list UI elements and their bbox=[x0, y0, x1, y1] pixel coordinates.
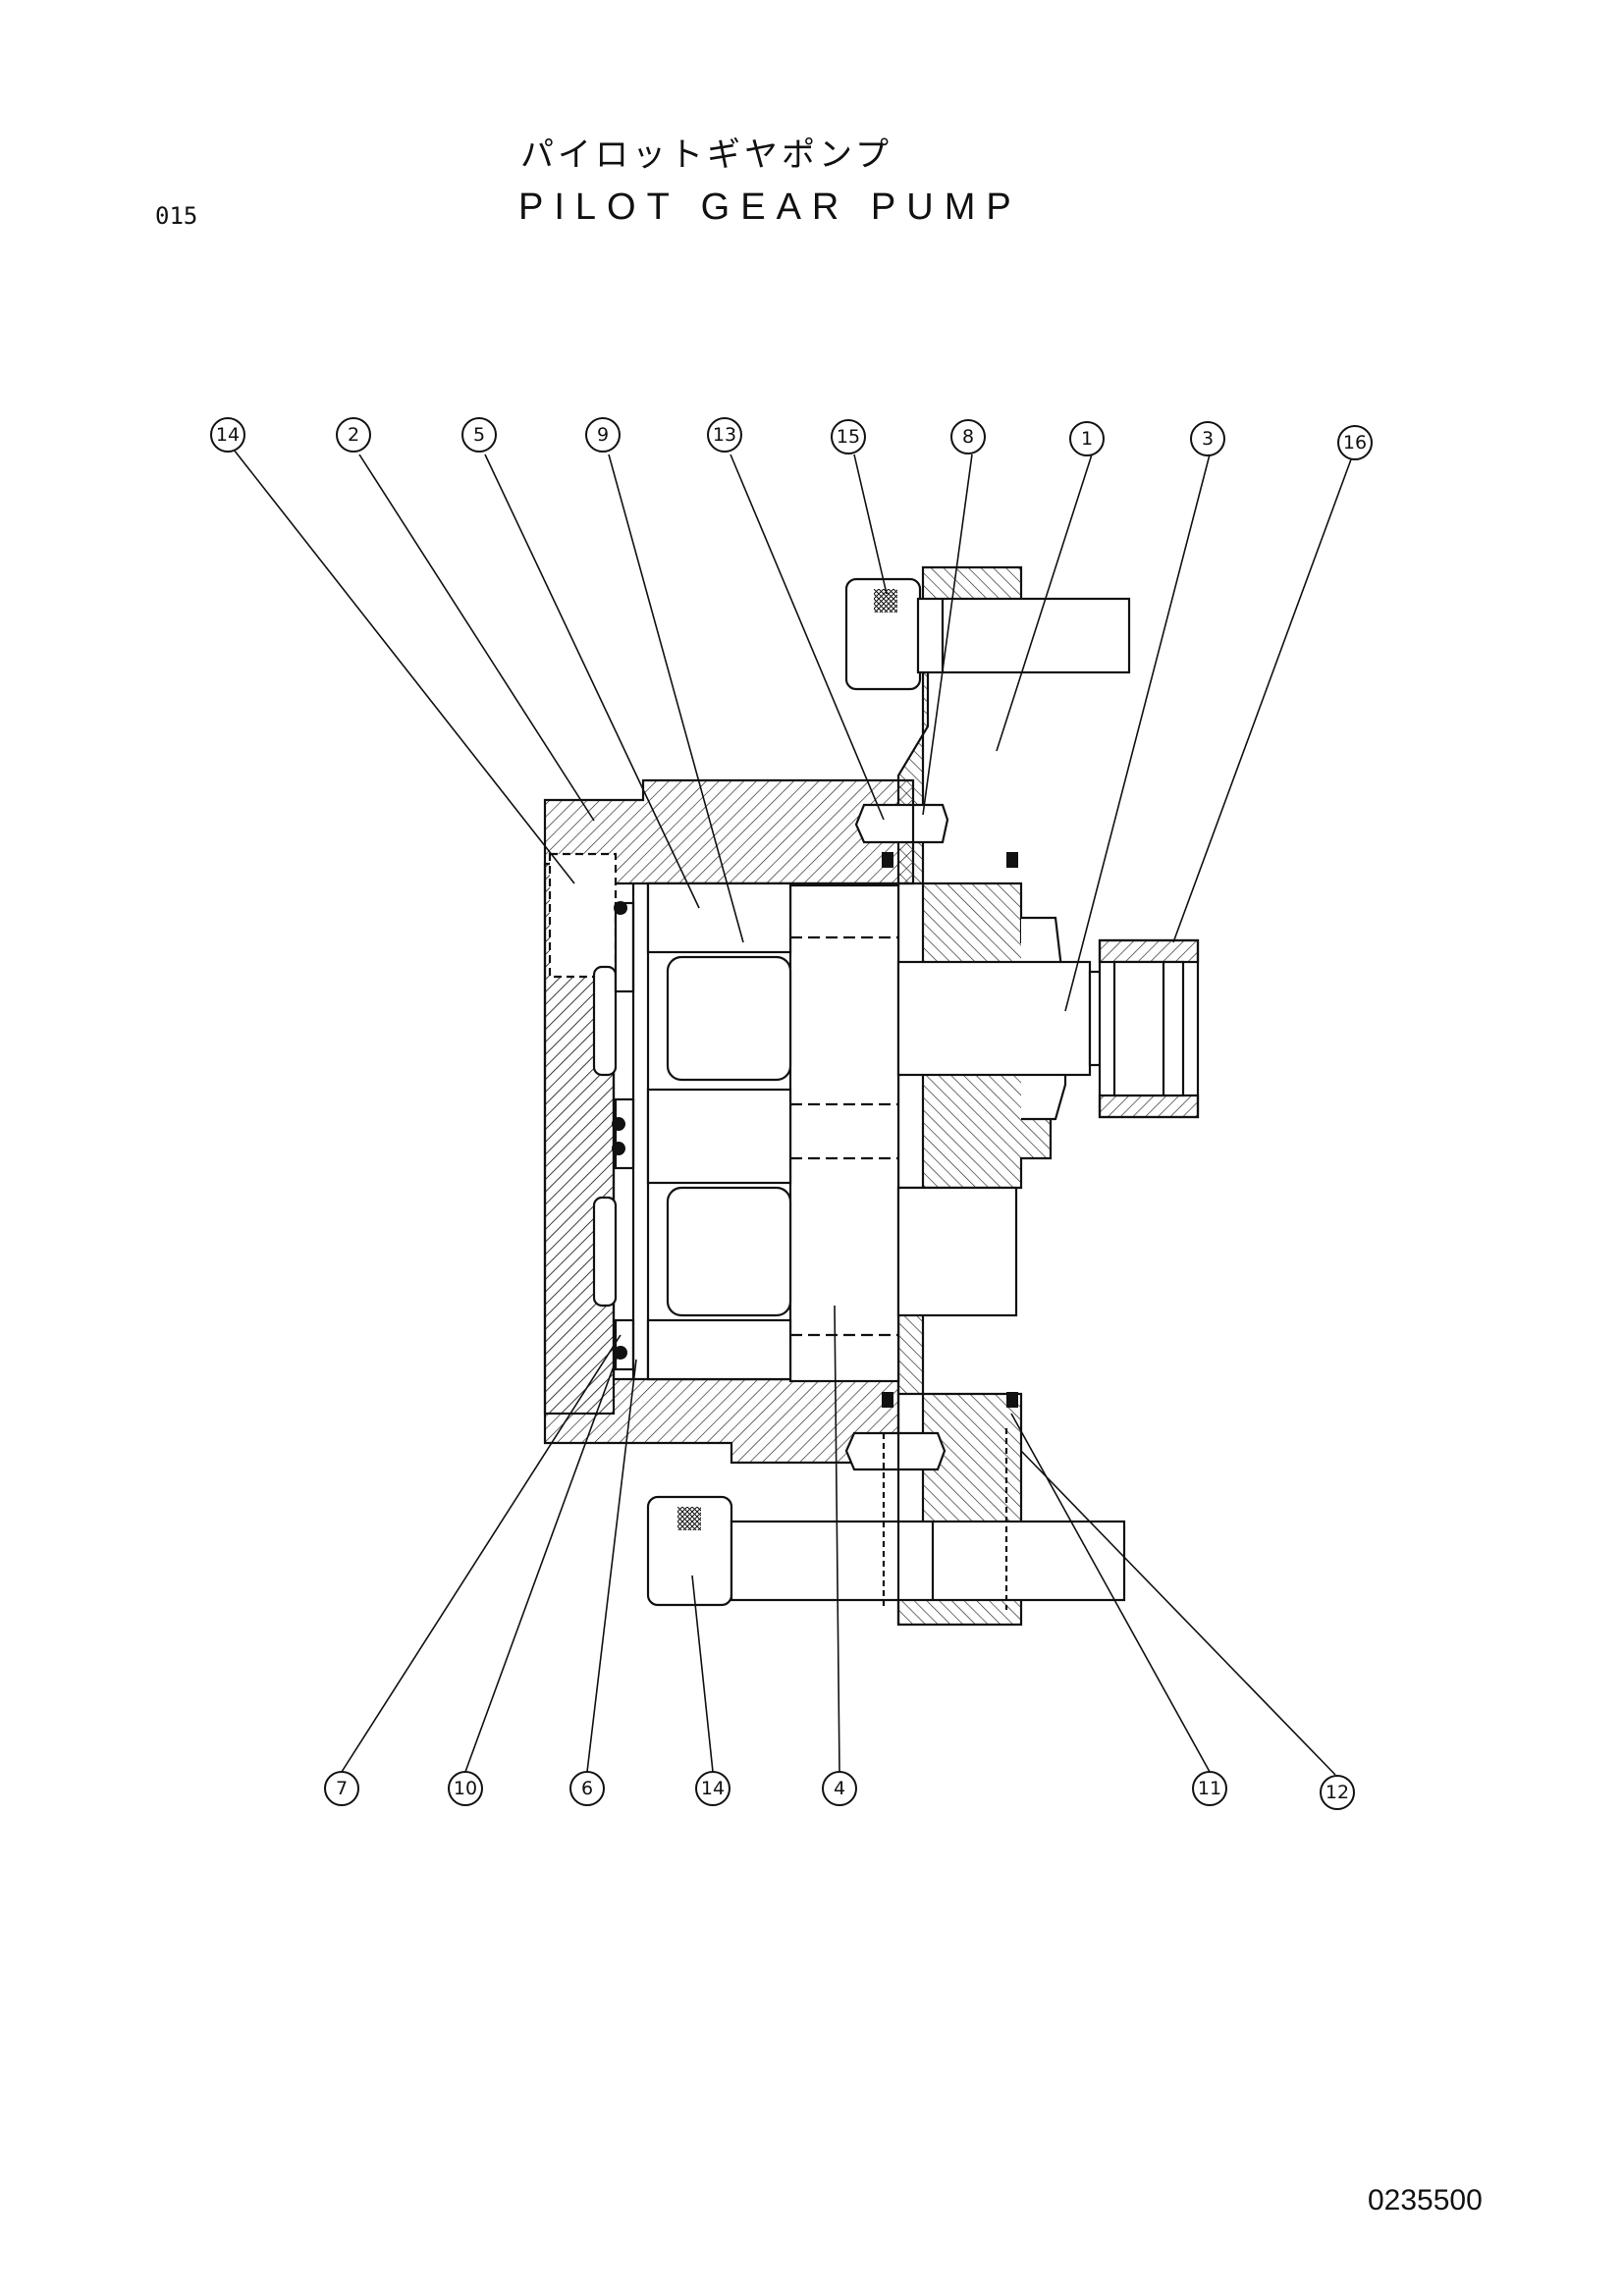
callout-label: 1 bbox=[1081, 428, 1093, 450]
callout-label: 4 bbox=[834, 1778, 845, 1799]
callout-7 bbox=[324, 1771, 359, 1806]
callout-14-bottom bbox=[695, 1771, 730, 1806]
page-code: 015 bbox=[155, 202, 198, 230]
callout-label: 16 bbox=[1343, 432, 1367, 454]
callout-13 bbox=[707, 417, 742, 453]
callout-label: 10 bbox=[454, 1778, 477, 1799]
callout-8 bbox=[950, 419, 986, 454]
title-english: PILOT GEAR PUMP bbox=[518, 187, 1022, 228]
callout-label: 13 bbox=[713, 424, 736, 446]
callout-1 bbox=[1069, 421, 1105, 456]
drive-shaft bbox=[896, 960, 1092, 1077]
callout-6 bbox=[569, 1771, 605, 1806]
callout-label: 11 bbox=[1198, 1778, 1221, 1799]
callout-14-top bbox=[210, 417, 245, 453]
callout-9 bbox=[585, 417, 621, 453]
callout-label: 14 bbox=[701, 1778, 725, 1799]
callouts-bottom bbox=[324, 1771, 1355, 1810]
callout-15 bbox=[831, 419, 866, 454]
callout-10 bbox=[448, 1771, 483, 1806]
front-flange bbox=[896, 565, 1053, 1627]
callout-4 bbox=[822, 1771, 857, 1806]
callout-label: 3 bbox=[1202, 428, 1214, 450]
callout-5 bbox=[461, 417, 497, 453]
drive-gear bbox=[788, 883, 900, 1383]
callout-16 bbox=[1337, 425, 1373, 460]
callout-3 bbox=[1190, 421, 1225, 456]
title-japanese: パイロットギヤポンプ bbox=[520, 135, 893, 175]
callouts-top bbox=[210, 417, 1373, 460]
callout-label: 2 bbox=[348, 424, 359, 446]
callout-11 bbox=[1192, 1771, 1227, 1806]
callout-2 bbox=[336, 417, 371, 453]
callout-label: 7 bbox=[336, 1778, 348, 1799]
callout-label: 14 bbox=[216, 424, 240, 446]
callout-label: 6 bbox=[581, 1778, 593, 1799]
callout-label: 12 bbox=[1325, 1782, 1349, 1803]
document-number: 0235500 bbox=[1368, 2184, 1483, 2216]
callout-label: 5 bbox=[473, 424, 485, 446]
callout-12 bbox=[1320, 1775, 1355, 1810]
callout-label: 9 bbox=[597, 424, 609, 446]
callout-label: 8 bbox=[962, 426, 974, 448]
callout-label: 15 bbox=[837, 426, 860, 448]
